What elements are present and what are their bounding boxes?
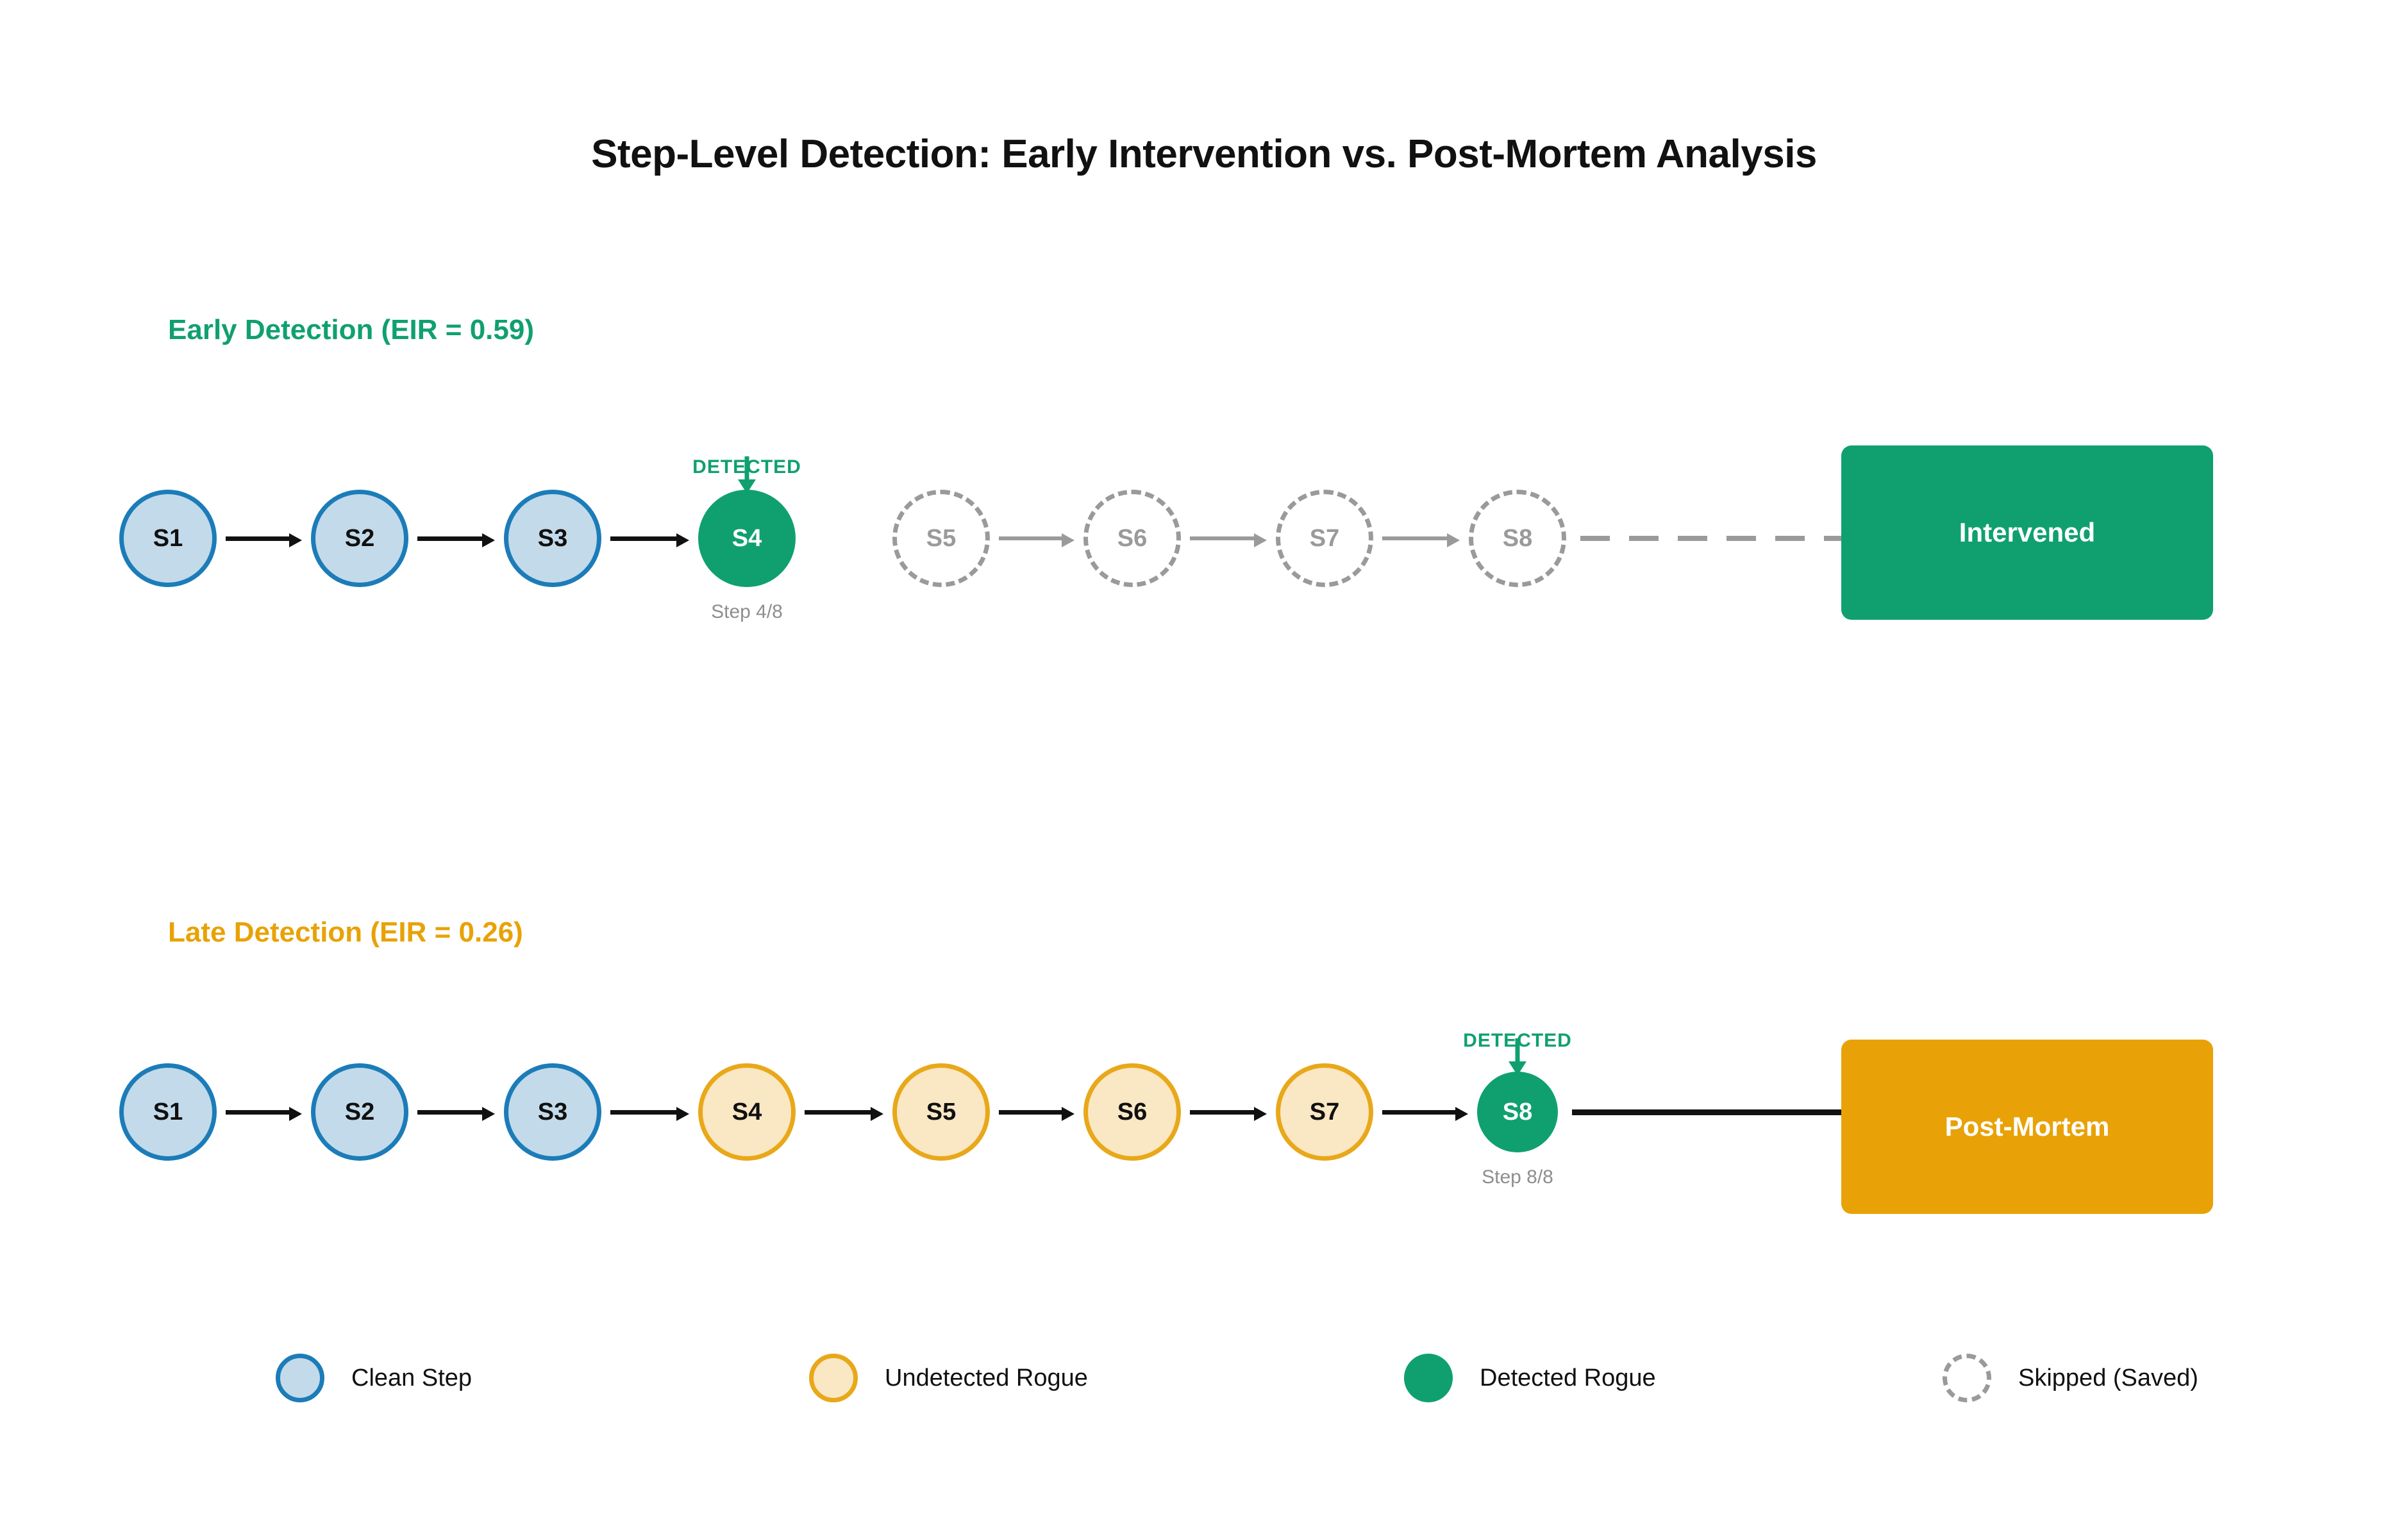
connector-line [805,1110,872,1115]
row-label-late: Late Detection (EIR = 0.26) [168,917,523,948]
legend-label: Undetected Rogue [885,1364,1088,1391]
arrow-shaft [1515,1038,1520,1063]
arrowhead-icon [482,1107,495,1121]
outcome-box-late[interactable]: Post-Mortem [1841,1040,2213,1214]
connector-line [610,1110,678,1115]
step-node-label: S1 [153,1098,183,1125]
step-node-label: S3 [537,524,568,552]
step-node-label: S1 [153,524,183,552]
step-node-s2-clean[interactable]: S2 [311,490,408,587]
step-node-s5-rogue[interactable]: S5 [892,1063,990,1161]
step-node-label: S4 [732,1098,762,1125]
step-node-label: S2 [344,1098,375,1125]
step-node-label: S8 [1502,524,1533,552]
arrow-tip [738,479,756,494]
legend-swatch-skipped-icon [1943,1354,1991,1402]
legend-item-skipped: Skipped (Saved) [1943,1340,2198,1416]
step-node-s1-clean[interactable]: S1 [119,1063,217,1161]
step-node-label: S8 [1502,1098,1533,1125]
arrowhead-icon [1447,533,1460,547]
step-node-label: S6 [1117,524,1148,552]
legend-item-clean: Clean Step [276,1340,472,1416]
connector-line [1382,536,1448,540]
arrowhead-icon [289,1107,302,1121]
arrowhead-icon [1254,533,1267,547]
step-node-label: S3 [537,1098,568,1125]
step-node-label: S7 [1309,524,1340,552]
arrowhead-icon [482,533,495,547]
step-node-label: S5 [926,524,957,552]
step-node-label: S2 [344,524,375,552]
step-node-s8-detected[interactable]: S8 [1477,1072,1558,1152]
step-node-s4-detected[interactable]: S4 [698,490,796,587]
connector-line [417,1110,483,1115]
arrowhead-icon [289,533,302,547]
outcome-box-label: Post-Mortem [1944,1111,2110,1141]
connector-line [1190,536,1255,540]
legend-swatch-rogue-icon [809,1354,858,1402]
connector-line [610,536,678,541]
arrowhead-icon [1455,1107,1468,1121]
outcome-box-label: Intervened [1959,517,2096,547]
connector-line [1190,1110,1255,1115]
connector-line [999,1110,1063,1115]
step-node-label: S4 [732,524,762,552]
connector-line [226,536,290,541]
outcome-connector-solid [1572,1109,1841,1115]
step-node-s3-clean[interactable]: S3 [504,490,601,587]
arrowhead-icon [676,533,689,547]
connector-line [1382,1110,1457,1115]
outcome-box-early[interactable]: Intervened [1841,445,2213,620]
arrowhead-icon [871,1107,883,1121]
step-node-s1-clean[interactable]: S1 [119,490,217,587]
arrow-tip [1509,1061,1526,1075]
arrowhead-icon [1062,533,1074,547]
step-node-s7-rogue[interactable]: S7 [1276,1063,1373,1161]
step-node-s6-rogue[interactable]: S6 [1083,1063,1181,1161]
page-title: Step-Level Detection: Early Intervention… [591,132,1817,176]
arrow-shaft [744,456,749,481]
connector-line [417,536,483,541]
step-node-s4-rogue[interactable]: S4 [698,1063,796,1161]
legend-item-rogue: Undetected Rogue [809,1340,1088,1416]
legend: Clean Step Undetected Rogue Detected Rogue… [0,1340,2408,1436]
step-progress-caption: Step 8/8 [1482,1166,1553,1188]
legend-label: Clean Step [351,1364,472,1391]
arrowhead-icon [1062,1107,1074,1121]
outcome-connector-dashed [1580,536,1841,541]
legend-item-detected: Detected Rogue [1404,1340,1656,1416]
legend-swatch-detected-icon [1404,1354,1453,1402]
legend-swatch-clean-icon [276,1354,324,1402]
step-node-label: S5 [926,1098,957,1125]
arrowhead-icon [676,1107,689,1121]
legend-label: Skipped (Saved) [2018,1364,2198,1391]
step-node-s6-skipped[interactable]: S6 [1083,490,1181,587]
step-node-s7-skipped[interactable]: S7 [1276,490,1373,587]
step-progress-caption: Step 4/8 [711,601,783,622]
connector-line [226,1110,290,1115]
node-track-late: S1S2S3S4S5S6S7S8DETECTEDStep 8/8Post-Mor… [0,917,2408,1250]
node-track-early: S1S2S3S4S5S6S7S8DETECTEDStep 4/8Interven… [0,314,2408,647]
arrowhead-icon [1254,1107,1267,1121]
step-node-s8-skipped[interactable]: S8 [1469,490,1566,587]
step-node-s3-clean[interactable]: S3 [504,1063,601,1161]
step-node-label: S6 [1117,1098,1148,1125]
legend-label: Detected Rogue [1480,1364,1656,1391]
connector-line [999,536,1063,540]
row-label-early: Early Detection (EIR = 0.59) [168,314,534,345]
step-node-s2-clean[interactable]: S2 [311,1063,408,1161]
step-node-label: S7 [1309,1098,1340,1125]
step-node-s5-skipped[interactable]: S5 [892,490,990,587]
